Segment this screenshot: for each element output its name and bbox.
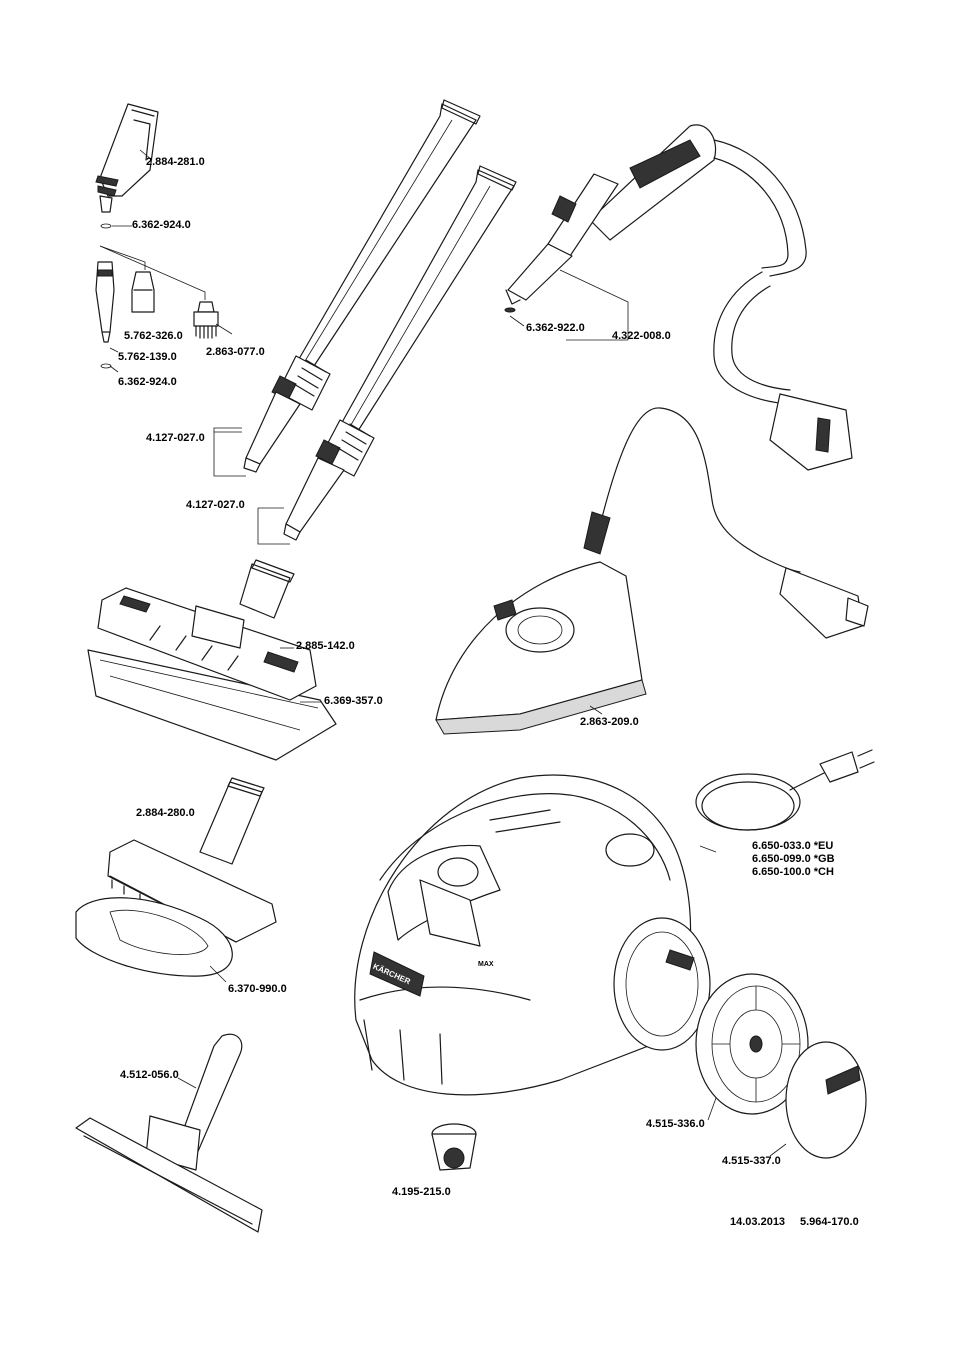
castor-drawing: [431, 1123, 477, 1171]
footer-date: 14.03.2013: [730, 1216, 786, 1228]
power-cord-labels: 6.650-033.0 *EU 6.650-099.0 *GB 6.650-10…: [752, 840, 835, 879]
steam-gun-drawing: [504, 124, 853, 471]
brass-brush-drawing: [193, 301, 233, 339]
detail-nozzle-drawing: [95, 103, 159, 213]
label-wheel-cap: 4.515-337.0: [722, 1155, 781, 1167]
label-spot-nozzle: 5.762-139.0: [118, 351, 177, 363]
label-hand-nozzle: 2.884-280.0: [136, 807, 195, 819]
label-steam-iron: 2.863-209.0: [580, 716, 639, 728]
label-terry-cover: 6.370-990.0: [228, 983, 287, 995]
round-brush-drawing: [131, 271, 155, 313]
label-castor: 4.195-215.0: [392, 1186, 451, 1198]
extension-tube-2-drawing: [257, 165, 517, 545]
footer-doc-number: 5.964-170.0: [800, 1216, 859, 1228]
label-brass-brush: 2.863-077.0: [206, 346, 265, 358]
label-power-cord-eu: 6.650-033.0 *EU: [752, 840, 834, 852]
label-extension-tube-1: 4.127-027.0: [146, 432, 205, 444]
window-nozzle-drawing: [75, 1033, 263, 1233]
floor-nozzle-drawing: [87, 559, 337, 761]
label-wheel: 4.515-336.0: [646, 1118, 705, 1130]
label-power-cord-gb: 6.650-099.0 *GB: [752, 853, 835, 865]
label-window-nozzle: 4.512-056.0: [120, 1069, 179, 1081]
label-o-ring-top: 6.362-924.0: [132, 219, 191, 231]
steam-cleaner-body-drawing: [354, 749, 875, 1096]
wheel-cap-drawing: [769, 1041, 867, 1159]
label-extension-tube-2: 4.127-027.0: [186, 499, 245, 511]
steam-iron-drawing: [435, 407, 869, 735]
label-o-ring-bottom: 6.362-924.0: [118, 376, 177, 388]
spot-nozzle-drawing: [95, 261, 115, 343]
wheel-drawing: [695, 973, 809, 1121]
extension-tube-1-drawing: [213, 99, 481, 477]
label-detail-nozzle: 2.884-281.0: [146, 156, 205, 168]
device-max-mark: MAX: [478, 961, 494, 968]
label-floor-nozzle: 2.885-142.0: [296, 640, 355, 652]
label-gun-o-ring: 6.362-922.0: [526, 322, 585, 334]
o-ring-top-drawing: [100, 223, 112, 229]
label-round-brush: 5.762-326.0: [124, 330, 183, 342]
hand-nozzle-drawing: [75, 777, 277, 983]
label-floor-cloth: 6.369-357.0: [324, 695, 383, 707]
label-steam-gun: 4.322-008.0: [612, 330, 671, 342]
label-power-cord-ch: 6.650-100.0 *CH: [752, 866, 834, 878]
